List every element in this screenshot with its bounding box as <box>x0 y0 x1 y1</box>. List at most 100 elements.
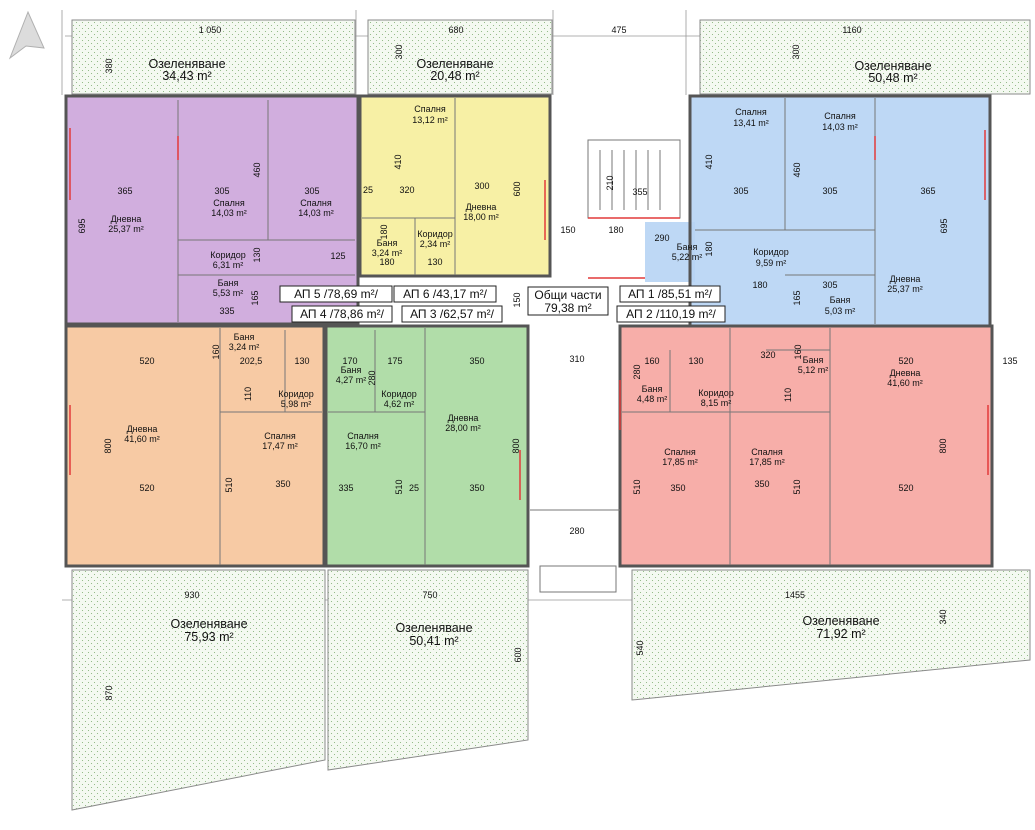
landscape-zone <box>71 569 326 811</box>
dimension-label: 210 <box>605 175 615 190</box>
dimension-label: 305 <box>822 186 837 196</box>
dimension-label: 365 <box>920 186 935 196</box>
apartment-2-zone <box>620 326 992 566</box>
landscape-label: Озеленяване <box>802 614 879 628</box>
dimension-label: 320 <box>760 350 775 360</box>
landscape-area: 34,43 m² <box>162 69 211 83</box>
room-name: Спалня <box>347 431 379 441</box>
room-area: 14,03 m² <box>822 122 858 132</box>
apartment-4-label: АП 4 /78,86 m²/ <box>300 307 385 321</box>
room-area: 13,12 m² <box>412 115 448 125</box>
room-name: Дневна <box>466 202 497 212</box>
room-area: 5,03 m² <box>825 306 856 316</box>
room-name: Дневна <box>890 368 921 378</box>
room-name: Спалня <box>213 198 245 208</box>
dimension-label: 695 <box>77 218 87 233</box>
room-area: 5,22 m² <box>672 252 703 262</box>
landscape-zone <box>699 19 1031 95</box>
dimension-label: 335 <box>338 483 353 493</box>
apartment-labels: АП 5 /78,69 m²/ АП 6 /43,17 m²/ Общи час… <box>279 285 726 323</box>
landscape-label: Озеленяване <box>170 617 247 631</box>
dimension-label: 355 <box>632 187 647 197</box>
dimension-label: 130 <box>294 356 309 366</box>
common-parts-area: 79,38 m² <box>544 301 591 315</box>
landscape-area: 20,48 m² <box>430 69 479 83</box>
dimension-label: 305 <box>304 186 319 196</box>
room-area: 28,00 m² <box>445 423 481 433</box>
room-name: Баня <box>830 295 851 305</box>
dimension-label: 25 <box>363 185 373 195</box>
landscape-zone <box>631 569 1031 701</box>
dimension-label: 340 <box>938 609 948 624</box>
dimension-label: 510 <box>394 479 404 494</box>
room-name: Баня <box>341 365 362 375</box>
dimension-label: 130 <box>252 247 262 262</box>
dimension-label: 510 <box>224 477 234 492</box>
common-parts-title: Общи части <box>534 288 601 302</box>
landscape-zone <box>327 569 529 771</box>
dimension-label: 350 <box>469 483 484 493</box>
dimension-label: 130 <box>688 356 703 366</box>
room-name: Спалня <box>824 111 856 121</box>
dimension-label: 800 <box>938 438 948 453</box>
dimension-label: 350 <box>469 356 484 366</box>
room-area: 41,60 m² <box>124 434 160 444</box>
dimension-label: 695 <box>939 218 949 233</box>
room-name: Дневна <box>127 424 158 434</box>
room-area: 6,31 m² <box>213 260 244 270</box>
apartment-4-zone <box>66 326 324 566</box>
room-area: 14,03 m² <box>298 208 334 218</box>
room-area: 17,47 m² <box>262 441 298 451</box>
dimension-label: 300 <box>791 44 801 59</box>
dimension-label: 600 <box>512 181 522 196</box>
room-name: Коридор <box>278 389 314 399</box>
dimension-label: 180 <box>379 257 394 267</box>
dimension-label: 520 <box>139 483 154 493</box>
dimension-label: 475 <box>611 25 626 35</box>
dimension-label: 350 <box>275 479 290 489</box>
apartment-1-label: АП 1 /85,51 m²/ <box>628 287 713 301</box>
dimension-label: 305 <box>733 186 748 196</box>
landscape-zone <box>367 19 553 95</box>
room-area: 3,24 m² <box>229 342 260 352</box>
room-area: 18,00 m² <box>463 212 499 222</box>
room-area: 17,85 m² <box>662 457 698 467</box>
dimension-label: 165 <box>792 290 802 305</box>
dimension-label: 160 <box>644 356 659 366</box>
room-area: 41,60 m² <box>887 378 923 388</box>
dimension-label: 1 050 <box>199 25 222 35</box>
room-name: Баня <box>377 238 398 248</box>
dimension-label: 410 <box>393 154 403 169</box>
dimension-label: 680 <box>448 25 463 35</box>
room-name: Дневна <box>448 413 479 423</box>
dimension-label: 175 <box>387 356 402 366</box>
dimension-label: 520 <box>898 356 913 366</box>
red-markers <box>69 128 989 500</box>
room-area: 25,37 m² <box>108 224 144 234</box>
landscape-labels: Озеленяване 34,43 m² Озеленяване 20,48 m… <box>148 57 931 648</box>
room-labels: Дневна 25,37 m² Спалня 14,03 m² Спалня 1… <box>108 104 923 467</box>
room-area: 25,37 m² <box>887 284 923 294</box>
apartment-1-zone <box>690 96 990 326</box>
dimension-label: 305 <box>822 280 837 290</box>
room-area: 5,98 m² <box>281 399 312 409</box>
dimension-label: 750 <box>422 590 437 600</box>
room-area: 13,41 m² <box>733 118 769 128</box>
dimension-label: 180 <box>379 224 389 239</box>
landscape-area: 75,93 m² <box>184 630 233 644</box>
room-name: Баня <box>218 278 239 288</box>
room-name: Дневна <box>890 274 921 284</box>
room-area: 4,62 m² <box>384 399 415 409</box>
dimension-label: 110 <box>783 388 793 402</box>
apartment-6-label: АП 6 /43,17 m²/ <box>403 287 488 301</box>
north-arrow-icon <box>8 10 45 60</box>
dimension-labels: 1 050 680 475 1160 380 300 300 365 305 3… <box>77 25 1018 701</box>
dimension-label: 930 <box>184 590 199 600</box>
dimension-label: 510 <box>632 479 642 494</box>
room-area: 4,27 m² <box>336 375 367 385</box>
room-name: Баня <box>803 355 824 365</box>
room-name: Баня <box>234 332 255 342</box>
dimension-label: 800 <box>103 438 113 453</box>
landscape-zone <box>71 19 356 95</box>
